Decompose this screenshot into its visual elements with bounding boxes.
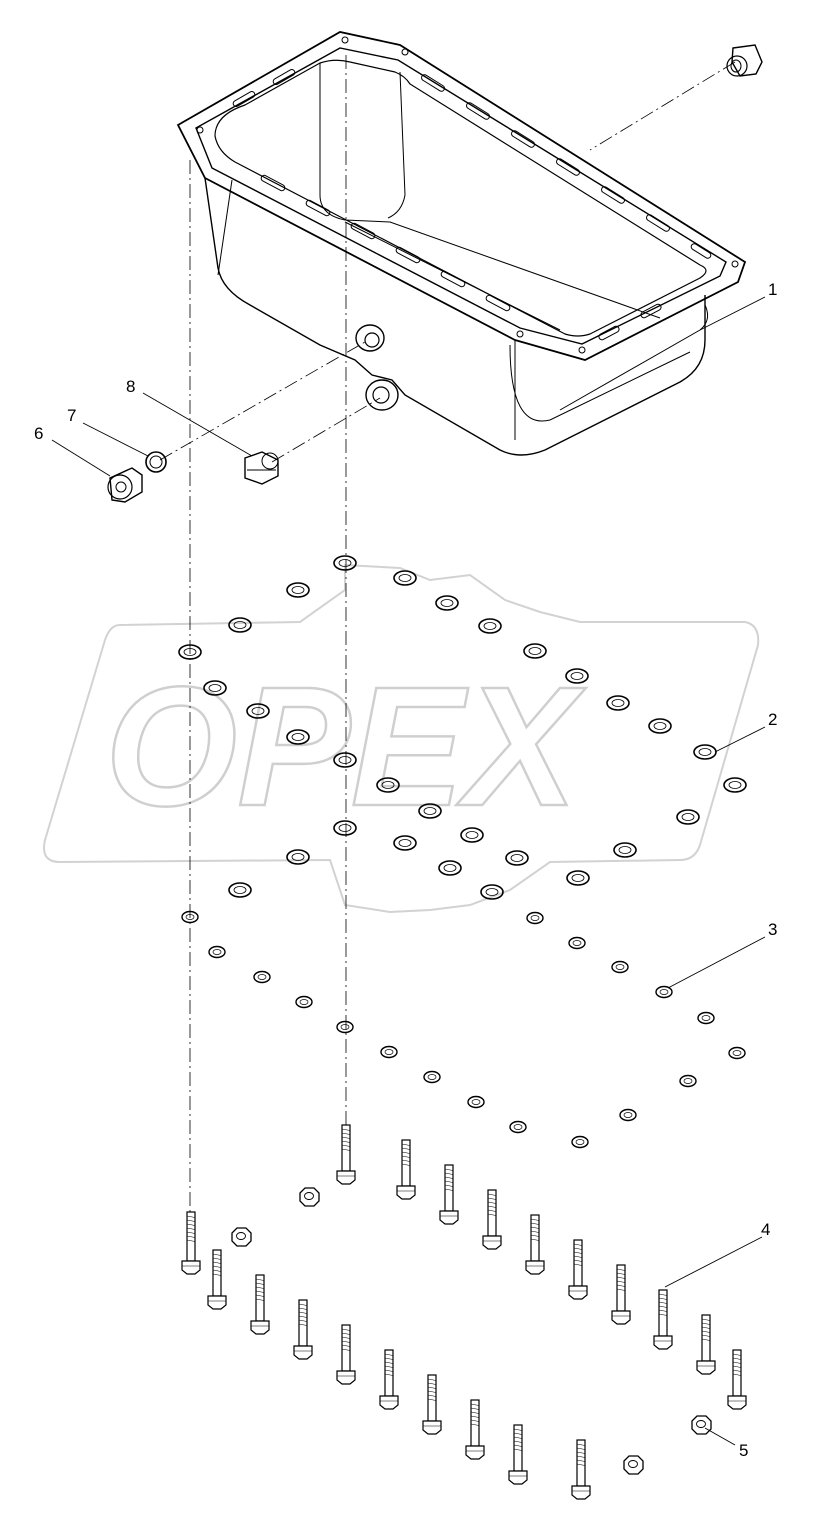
callout-1: 1 — [768, 280, 777, 299]
seal-ring — [393, 570, 417, 586]
hex-bolt — [181, 1211, 201, 1275]
washer — [571, 1135, 589, 1149]
washer — [181, 910, 199, 924]
hex-bolt — [653, 1289, 673, 1350]
seal-ring — [566, 870, 590, 886]
seal-ring — [228, 882, 252, 898]
hex-bolt — [571, 1439, 591, 1500]
hex-bolt — [482, 1189, 502, 1250]
callout-8: 8 — [126, 377, 135, 396]
hex-bolt — [508, 1424, 528, 1485]
washer — [336, 1020, 354, 1034]
hex-bolt — [465, 1399, 485, 1460]
hex-bolt — [336, 1324, 356, 1385]
seal-ring — [203, 680, 227, 696]
washer — [697, 1011, 715, 1025]
hex-bolt — [207, 1249, 227, 1310]
hex-bolt — [379, 1349, 399, 1410]
hex-bolt — [293, 1299, 313, 1360]
hex-nut — [623, 1455, 644, 1475]
callout-2: 2 — [768, 710, 777, 729]
sealing-ring — [145, 451, 167, 473]
seal-ring — [286, 729, 310, 745]
seal-ring — [438, 860, 462, 876]
hex-bolt — [696, 1314, 716, 1375]
callout-labels: 1 2 3 4 5 6 7 8 — [34, 280, 777, 1460]
callout-4: 4 — [761, 1220, 770, 1239]
seal-ring — [333, 820, 357, 836]
seal-ring — [505, 850, 529, 866]
seal-ring — [523, 643, 547, 659]
hex-plug — [244, 451, 279, 485]
drain-plug — [107, 467, 143, 503]
seal-ring — [693, 744, 717, 760]
seal-ring — [228, 617, 252, 633]
callout-6: 6 — [34, 424, 43, 443]
washer — [380, 1045, 398, 1059]
washer — [526, 911, 544, 925]
washer — [295, 995, 313, 1009]
hex-bolt — [336, 1124, 356, 1185]
hex-bolt — [568, 1239, 588, 1300]
hex-bolt — [396, 1139, 416, 1200]
bolts-group — [181, 1124, 747, 1500]
seal-ring — [333, 555, 357, 571]
seal-ring — [565, 668, 589, 684]
opex-watermark-logo: OPEX — [43, 563, 760, 914]
hex-bolt — [250, 1274, 270, 1335]
hex-nut — [299, 1187, 320, 1207]
washer — [728, 1046, 746, 1060]
hex-bolt — [611, 1264, 631, 1325]
seal-ring — [435, 595, 459, 611]
washer — [208, 945, 226, 959]
leader-lines — [51, 296, 766, 1446]
oil-filler-plug — [726, 44, 763, 77]
seal-rings-group — [178, 555, 747, 900]
seal-ring — [393, 835, 417, 851]
hex-bolt — [439, 1164, 459, 1225]
seal-ring — [606, 695, 630, 711]
hex-nut — [231, 1227, 252, 1247]
hex-nut — [691, 1415, 712, 1435]
nuts-group — [231, 1187, 712, 1475]
washer — [568, 936, 586, 950]
seal-ring — [480, 884, 504, 900]
callout-5: 5 — [739, 1441, 748, 1460]
seal-ring — [676, 809, 700, 825]
washer — [253, 970, 271, 984]
seal-ring — [613, 842, 637, 858]
oil-pan — [176, 31, 747, 456]
seal-ring — [723, 777, 747, 793]
seal-ring — [648, 718, 672, 734]
callout-3: 3 — [768, 920, 777, 939]
watermark-text: OPEX — [105, 652, 586, 842]
seal-ring — [178, 644, 202, 660]
seal-ring — [286, 849, 310, 865]
washer — [655, 985, 673, 999]
seal-ring — [478, 618, 502, 634]
assembly-axis-lines — [159, 55, 736, 1270]
washer — [509, 1120, 527, 1134]
seal-ring — [286, 582, 310, 598]
seal-ring — [246, 703, 270, 719]
callout-7: 7 — [67, 406, 76, 425]
seal-ring — [460, 827, 484, 843]
washers-group — [181, 910, 746, 1149]
washer — [467, 1095, 485, 1109]
seal-ring — [333, 752, 357, 768]
washer — [611, 960, 629, 974]
seal-ring — [376, 777, 400, 793]
hex-bolt — [727, 1349, 747, 1410]
hex-bolt — [525, 1214, 545, 1275]
washer — [679, 1074, 697, 1088]
washer — [423, 1070, 441, 1084]
hex-bolt — [422, 1374, 442, 1435]
washer — [619, 1108, 637, 1122]
seal-ring — [418, 803, 442, 819]
